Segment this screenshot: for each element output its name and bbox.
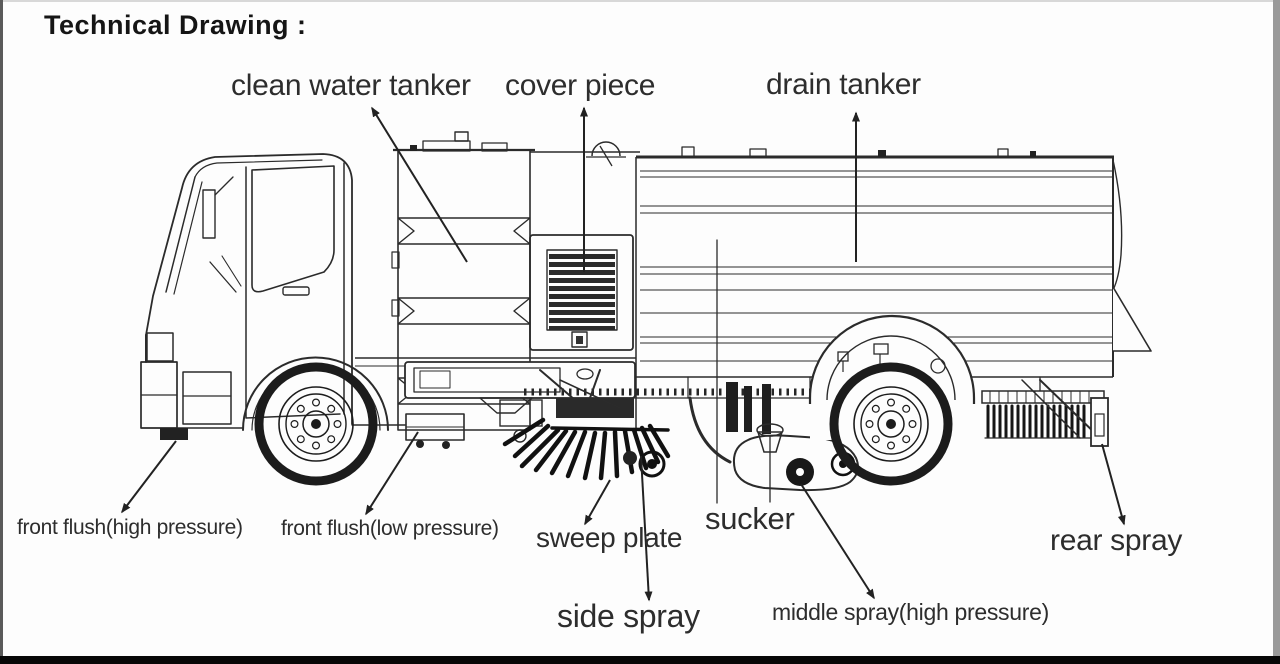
front-wheel [254, 362, 378, 486]
label-front-flush-high: front flush(high pressure) [17, 516, 243, 539]
label-clean-water-tanker: clean water tanker [231, 69, 471, 102]
arrow-side-spray [640, 455, 653, 602]
arrow-front-flush-low [365, 431, 419, 516]
label-middle-spray-high: middle spray(high pressure) [772, 599, 1049, 625]
cover-piece-panel [529, 141, 640, 351]
louver-slats [549, 254, 615, 330]
arrow-front-flush-high [121, 440, 177, 514]
label-side-spray: side spray [557, 598, 700, 634]
rear-spray-assembly [981, 376, 1109, 447]
rear-chute [1112, 286, 1152, 352]
rear-fender [808, 314, 976, 440]
label-sucker: sucker [705, 501, 795, 536]
rear-wheel [829, 362, 953, 486]
arrow-clean-water-tanker [371, 106, 468, 263]
arrow-middle-spray [800, 483, 875, 600]
sweep-brush-unit [499, 369, 671, 481]
top-edge-line [0, 0, 1280, 2]
front-flush-low-unit [405, 413, 465, 449]
label-cover-piece: cover piece [505, 69, 656, 102]
leader-arrows [121, 106, 1126, 602]
page-title: Technical Drawing : [44, 10, 307, 40]
arrow-rear-spray [1101, 443, 1126, 526]
drain-tanker-body [635, 146, 1152, 440]
label-rear-spray: rear spray [1050, 524, 1183, 557]
bottom-black-bar [0, 656, 1280, 664]
rear-brush-bristles [986, 404, 1086, 439]
label-sweep-plate: sweep plate [536, 522, 683, 553]
manhole-dome [591, 141, 621, 157]
label-front-flush-low: front flush(low pressure) [281, 517, 499, 540]
arrow-sweep-plate [584, 479, 611, 526]
label-drain-tanker: drain tanker [766, 68, 921, 101]
right-edge-strip [1273, 0, 1280, 664]
truck-cab [140, 153, 406, 440]
left-edge-strip [0, 0, 3, 664]
brush-bristles [502, 417, 671, 481]
